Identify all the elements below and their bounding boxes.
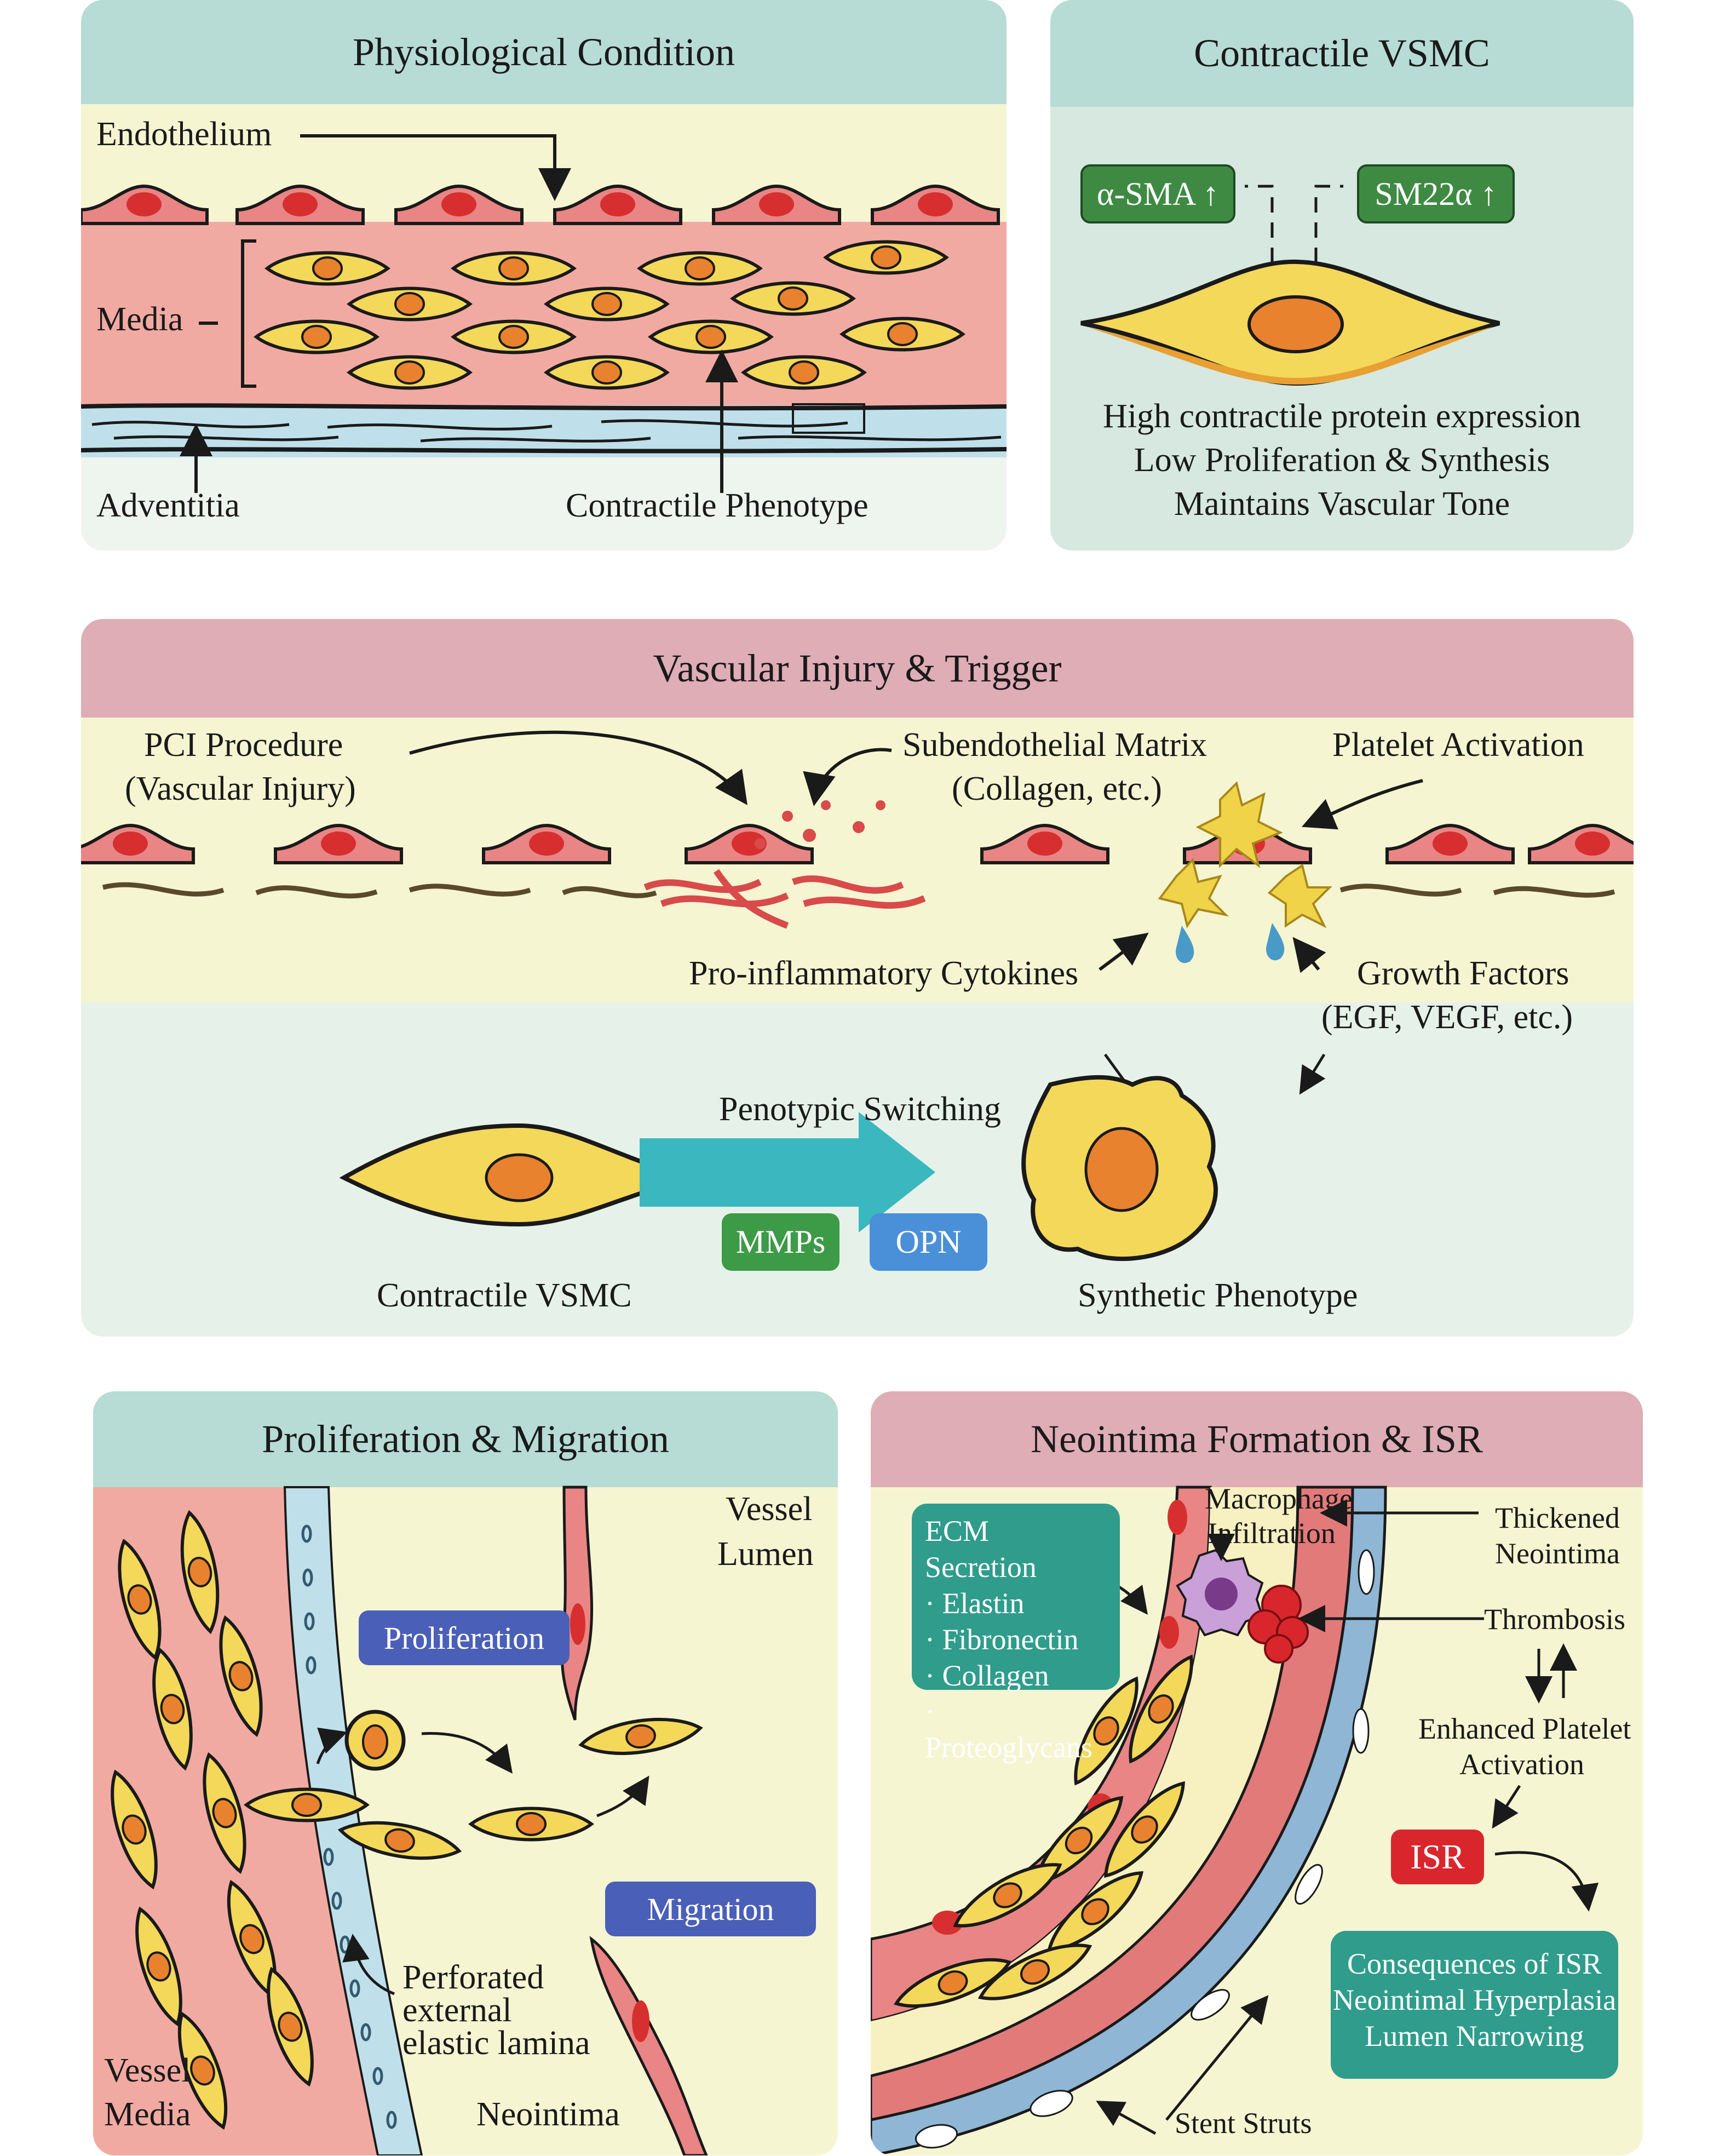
exposed-red-collagen bbox=[643, 869, 926, 929]
marker-alpha-sma: α-SMA ↑ bbox=[1080, 164, 1235, 223]
panel-vascular-injury: Vascular Injury & Trigger bbox=[81, 619, 1634, 1337]
endothelial-cell-row bbox=[81, 186, 998, 223]
ecm-item: · Proteoglycans bbox=[925, 1695, 1092, 1764]
panel-physiological-condition: Physiological Condition Endothelium Medi… bbox=[81, 0, 1007, 551]
label-vessel-lumen-2: Lumen bbox=[717, 1535, 814, 1573]
label-pci-procedure: PCI Procedure bbox=[144, 726, 343, 764]
panel-title-text: Neointima Formation & ISR bbox=[1031, 1417, 1483, 1461]
label-lamina-3: elastic lamina bbox=[403, 2025, 590, 2062]
label-platelet-1: Enhanced Platelet bbox=[1418, 1712, 1631, 1745]
badge-proliferation: Proliferation bbox=[359, 1610, 570, 1665]
label-collagen: (Collagen, etc.) bbox=[952, 770, 1162, 807]
label-phenotypic-switching: Penotypic Switching bbox=[719, 1091, 1001, 1128]
label-thickened-1: Thickened bbox=[1495, 1501, 1620, 1534]
panel-title-text: Physiological Condition bbox=[352, 30, 735, 74]
nucleus bbox=[1247, 295, 1344, 353]
label-adventitia: Adventitia bbox=[96, 487, 240, 524]
label-contractile-vsmc: Contractile VSMC bbox=[377, 1277, 632, 1314]
panel-contractile-vsmc: Contractile VSMC α-SMA ↑ SM22α ↑ High co… bbox=[1050, 0, 1634, 551]
consequences-item: Neointimal Hyperplasia bbox=[1332, 1983, 1617, 2016]
macrophage-cell bbox=[1176, 1549, 1264, 1637]
ecm-item: · Fibronectin bbox=[925, 1622, 1079, 1656]
panel-title: Vascular Injury & Trigger bbox=[81, 619, 1634, 718]
panel-neointima-isr: Neointima Formation & ISR bbox=[871, 1391, 1643, 2155]
neointima-tissue bbox=[871, 1487, 1298, 2076]
panel-title-text: Vascular Injury & Trigger bbox=[653, 646, 1062, 690]
collagen-fibers bbox=[102, 882, 1615, 899]
growth-factor-droplets bbox=[1176, 923, 1285, 964]
label-media: Media bbox=[96, 301, 183, 338]
description-line-3: Maintains Vascular Tone bbox=[1174, 485, 1510, 523]
label-growth-factor-examples: (EGF, VEGF, etc.) bbox=[1321, 999, 1573, 1036]
label-vessel-lumen-1: Vessel bbox=[726, 1490, 813, 1528]
vessel-wall-illustration bbox=[81, 134, 1007, 551]
ecm-item: · Elastin bbox=[925, 1586, 1025, 1620]
activated-platelets bbox=[1158, 781, 1332, 928]
ecm-secretion-box: ECM Secretion · Elastin · Fibronectin · … bbox=[912, 1504, 1120, 1764]
migration-illustration bbox=[93, 1486, 708, 2155]
elastic-lamina bbox=[283, 1486, 423, 2155]
badge-opn: OPN bbox=[870, 1213, 987, 1271]
label-macrophage-1: Macrophage bbox=[1205, 1482, 1353, 1515]
label-stent-struts: Stent Struts bbox=[1175, 2107, 1312, 2140]
label-lamina-2: external bbox=[403, 1992, 512, 2029]
consequences-item: Lumen Narrowing bbox=[1365, 2019, 1584, 2052]
injury-illustration bbox=[81, 718, 1634, 1262]
neointima-illustration bbox=[871, 1486, 1599, 2155]
label-platelet-2: Activation bbox=[1459, 1748, 1584, 1781]
badge-migration: Migration bbox=[605, 1882, 816, 1936]
panel-title: Neointima Formation & ISR bbox=[871, 1391, 1643, 1487]
panel-title-text: Proliferation & Migration bbox=[262, 1417, 669, 1461]
label-thickened-2: Neointima bbox=[1495, 1537, 1620, 1570]
label-vascular-injury: (Vascular Injury) bbox=[125, 770, 356, 807]
badge-isr: ISR bbox=[1391, 1830, 1484, 1884]
thrombus bbox=[1247, 1585, 1309, 1664]
panel-title: Proliferation & Migration bbox=[93, 1391, 838, 1487]
label-subendothelial-matrix: Subendothelial Matrix bbox=[902, 726, 1208, 764]
label-endothelium: Endothelium bbox=[96, 116, 272, 153]
label-macrophage-2: Infiltration bbox=[1208, 1517, 1336, 1550]
panel-title: Contractile VSMC bbox=[1050, 0, 1634, 107]
ecm-title: ECM Secretion bbox=[925, 1515, 1037, 1584]
consequences-title: Consequences of ISR bbox=[1347, 1947, 1602, 1980]
contractile-cell-illustration bbox=[1080, 185, 1500, 386]
consequences-box: Consequences of ISR Neointimal Hyperplas… bbox=[1331, 1931, 1618, 2079]
label-thrombosis: Thrombosis bbox=[1484, 1603, 1626, 1636]
description-line-1: High contractile protein expression bbox=[1103, 398, 1581, 435]
phenotypic-switching-arrow bbox=[640, 1112, 935, 1232]
label-vessel-media-1: Vessel bbox=[104, 2052, 191, 2089]
panel-proliferation-migration: Proliferation & Migration bbox=[93, 1391, 838, 2155]
label-platelet-activation: Platelet Activation bbox=[1332, 726, 1584, 764]
contractile-vsmc-cell bbox=[339, 1123, 697, 1227]
description-line-2: Low Proliferation & Synthesis bbox=[1134, 441, 1550, 479]
label-contractile-phenotype: Contractile Phenotype bbox=[566, 487, 869, 524]
label-growth-factors: Growth Factors bbox=[1357, 955, 1569, 992]
debris bbox=[755, 800, 886, 849]
proliferating-cell bbox=[344, 1710, 406, 1771]
ecm-item: · Collagen bbox=[925, 1659, 1049, 1692]
panel-title: Physiological Condition bbox=[81, 0, 1007, 104]
label-synthetic-phenotype: Synthetic Phenotype bbox=[1078, 1277, 1358, 1314]
endothelial-cells bbox=[560, 1486, 708, 2155]
label-lamina-1: Perforated bbox=[403, 1959, 544, 1996]
label-cytokines: Pro-inflammatory Cytokines bbox=[689, 955, 1079, 992]
marker-sm22a: SM22α ↑ bbox=[1357, 164, 1515, 223]
label-neointima: Neointima bbox=[476, 2096, 620, 2133]
stent-struts bbox=[915, 1549, 1375, 2149]
label-vessel-media-2: Media bbox=[104, 2096, 191, 2133]
panel-title-text: Contractile VSMC bbox=[1194, 31, 1490, 75]
badge-mmps: MMPs bbox=[722, 1213, 840, 1271]
synthetic-phenotype-cell bbox=[1021, 1075, 1218, 1262]
stent-layer bbox=[871, 1486, 1387, 2155]
